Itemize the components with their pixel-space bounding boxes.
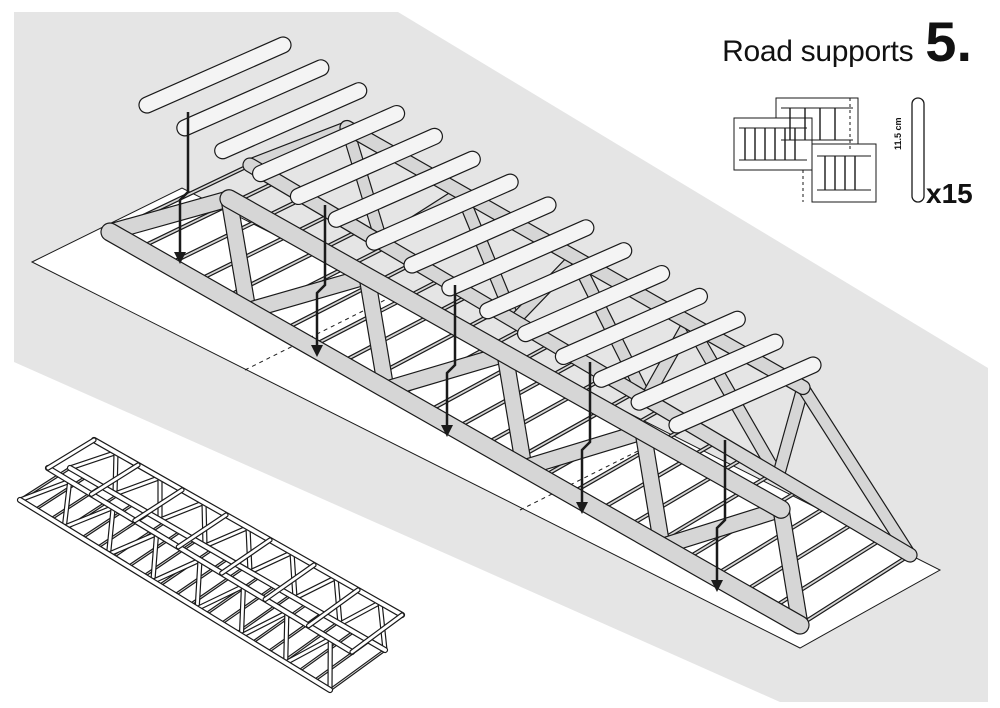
road-support-stick: [289, 127, 444, 206]
road-support-stick: [554, 287, 709, 366]
thumbnail-diagonal: [283, 609, 290, 666]
road-support-stick: [441, 219, 595, 297]
road-support-stick: [214, 82, 368, 160]
thumbnail-diagonal: [157, 474, 163, 523]
arrow-shaft: [445, 285, 457, 425]
thumbnail-cross-brace: [349, 612, 405, 655]
thumbnail-diagonal: [201, 499, 208, 549]
thumbnail-diagonal: [292, 574, 339, 601]
arrow-shaft: [178, 112, 190, 252]
thumbnail-chord: [16, 496, 334, 694]
thumbnail-cross-brace: [88, 462, 141, 497]
placement-arrows: [174, 112, 727, 592]
step-number: 5.: [925, 10, 972, 73]
thumbnail-cross-brace: [175, 512, 229, 550]
arrow-head: [576, 502, 588, 514]
thumbnail-diagonal: [194, 557, 203, 612]
top-chord: [339, 119, 811, 396]
bottom-chord: [100, 222, 810, 635]
thumbnail-cross-brace: [305, 587, 361, 629]
step-header: Road supports 5.: [722, 14, 972, 70]
road-support-stick: [516, 264, 671, 343]
arrow-head: [311, 345, 323, 357]
thumbnail-diagonal: [61, 478, 73, 530]
arrow-shaft: [715, 440, 727, 580]
completed-bridge-thumbnail: [16, 436, 406, 694]
road-support-stick: [403, 196, 557, 274]
thumbnail-cross-brace: [45, 437, 97, 471]
popsicle-stick-icon: [911, 97, 925, 203]
thumbnail-cross-brace: [219, 537, 273, 576]
thumbnail-diagonal: [337, 599, 383, 627]
top-chord: [219, 189, 791, 519]
road-support-sticks: [138, 36, 822, 434]
template-sheets-icon: [733, 97, 877, 203]
thumbnail-diagonal: [105, 504, 116, 557]
arrow-head: [441, 425, 453, 437]
arrow-head: [174, 252, 186, 264]
thumbnail-diagonal: [327, 636, 333, 693]
road-support-stick: [592, 310, 746, 388]
thumbnail-diagonal: [112, 449, 119, 497]
road-support-stick: [668, 356, 822, 434]
arrow-shaft: [315, 205, 327, 345]
thumbnail-cross-brace: [132, 487, 185, 524]
arrow-head: [711, 580, 723, 592]
front-truss: [100, 189, 810, 635]
thumbnail-cross-brace: [262, 562, 317, 603]
stick-quantity-label: x15: [926, 178, 973, 209]
road-support-stick: [327, 150, 481, 228]
road-support-stick: [251, 104, 406, 183]
arrow-shaft: [580, 362, 592, 502]
road-support-stick: [479, 242, 633, 320]
thumbnail-diagonal: [238, 583, 247, 639]
road-support-stick: [630, 333, 784, 411]
road-support-stick: [138, 36, 292, 114]
thumbnail-diagonal: [150, 531, 160, 585]
thumbnail-plank: [328, 648, 387, 692]
step-title: Road supports: [722, 35, 914, 68]
road-support-stick: [365, 173, 519, 251]
road-support-stick: [176, 59, 330, 137]
stick-length-label: 11.5 cm: [893, 117, 903, 151]
